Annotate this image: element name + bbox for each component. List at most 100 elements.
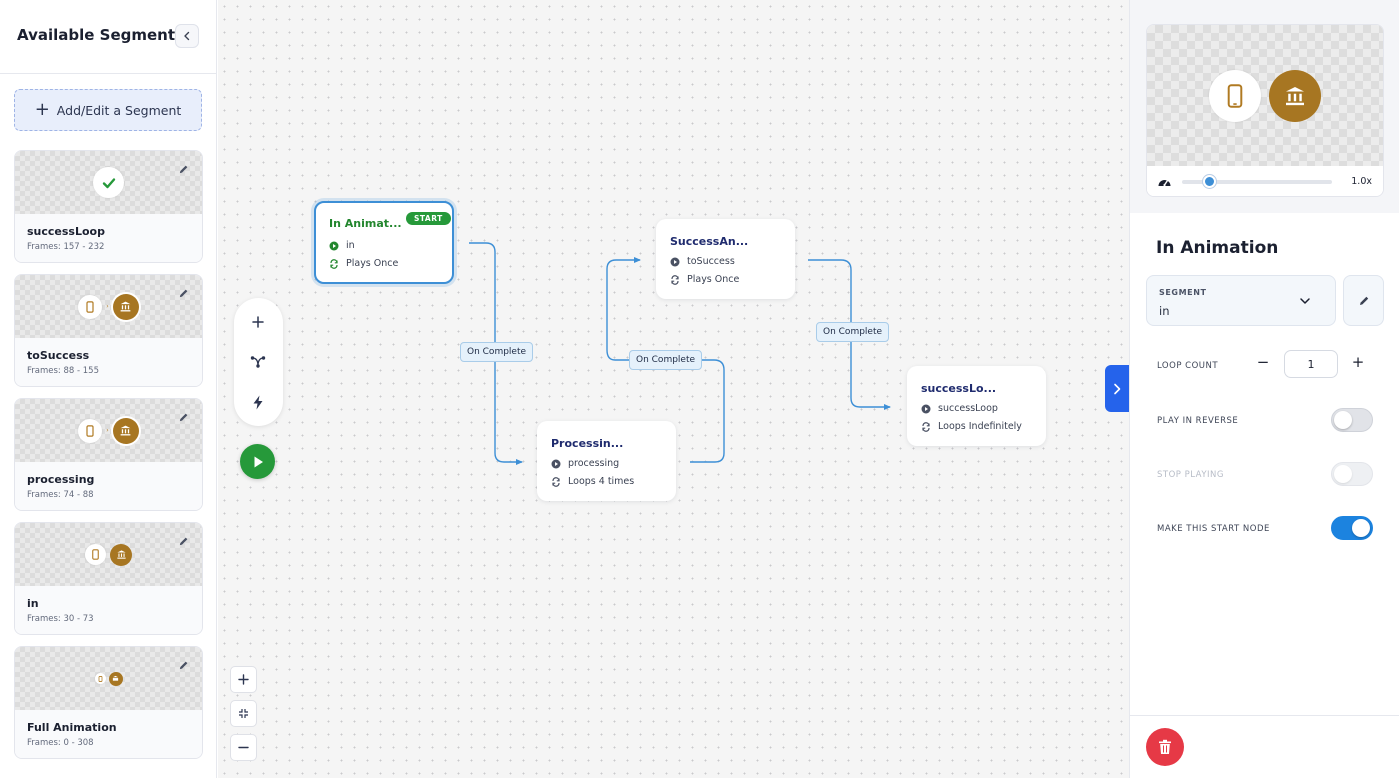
segment-info: processing Frames: 74 - 88 — [15, 462, 202, 510]
node-segment-row: in — [329, 240, 355, 251]
preview-area: 1.0x — [1130, 0, 1399, 213]
speed-value: 1.0x — [1351, 176, 1372, 187]
segment-card-in[interactable]: in Frames: 30 - 73 — [14, 522, 203, 635]
phone-icon — [78, 294, 103, 319]
stop-playing-label: STOP PLAYING — [1157, 470, 1224, 480]
bank-icon — [1269, 69, 1321, 122]
segment-info: toSuccess Frames: 88 - 155 — [15, 338, 202, 386]
arrow-icon: › — [106, 303, 109, 310]
segment-name: in — [27, 597, 39, 610]
phone-icon — [94, 673, 106, 684]
sidebar-header: Available Segments — [0, 0, 216, 74]
panel-footer — [1130, 715, 1399, 778]
collapse-sidebar-button[interactable] — [175, 24, 199, 48]
play-circle-icon — [551, 459, 561, 468]
segment-frames: Frames: 74 - 88 — [27, 490, 94, 500]
edit-segment-button[interactable] — [173, 407, 193, 427]
segment-card-tosuccess[interactable]: › toSuccess Frames: 88 - 155 — [14, 274, 203, 387]
node-loop-row: Plays Once — [329, 258, 398, 269]
properties-panel: 1.0x In Animation SEGMENT in LOOP COUNT … — [1129, 0, 1399, 778]
add-edit-segment-button[interactable]: + Add/Edit a Segment — [14, 89, 202, 131]
node-loop-row: Loops Indefinitely — [921, 421, 1022, 432]
node-in-animation[interactable]: In Animat... START in Plays Once — [314, 201, 454, 284]
stop-playing-toggle[interactable] — [1331, 462, 1373, 486]
segment-list: successLoop Frames: 157 - 232 › — [14, 150, 203, 770]
fit-view-icon — [239, 709, 248, 718]
segment-thumbnail: › — [15, 275, 202, 338]
loop-count-increment-button[interactable]: + — [1351, 353, 1365, 371]
pencil-icon — [179, 165, 187, 173]
edit-segment-button[interactable] — [173, 655, 193, 675]
segment-info: successLoop Frames: 157 - 232 — [15, 214, 202, 262]
repeat-icon — [922, 421, 930, 432]
node-success-animation[interactable]: SuccessAn... toSuccess Plays Once — [656, 219, 795, 299]
edit-segment-button[interactable] — [173, 159, 193, 179]
sidebar-title: Available Segments — [17, 26, 184, 44]
arrow-icon: › — [106, 427, 109, 434]
speedometer-icon — [1158, 179, 1171, 187]
segment-name: toSuccess — [27, 349, 90, 362]
pencil-icon — [179, 289, 187, 297]
node-title: successLo... — [921, 382, 997, 395]
fit-view-button[interactable] — [230, 700, 257, 727]
speed-slider-handle[interactable] — [1202, 175, 1216, 188]
node-name-title: In Animation — [1156, 238, 1279, 258]
toggle-panel-button[interactable] — [1105, 365, 1129, 412]
node-processing[interactable]: Processin... processing Loops 4 times — [537, 421, 676, 501]
edge-label-on-complete[interactable]: On Complete — [629, 350, 703, 370]
segment-select-label: SEGMENT — [1159, 288, 1207, 297]
bank-icon — [108, 671, 123, 686]
phone-icon — [78, 418, 103, 443]
node-success-loop[interactable]: successLo... successLoop Loops Indefinit… — [907, 366, 1046, 446]
play-in-reverse-toggle[interactable] — [1331, 408, 1373, 432]
node-loop-row: Loops 4 times — [551, 476, 634, 487]
add-trigger-button[interactable] — [248, 392, 268, 412]
segment-card-full-animation[interactable]: Full Animation Frames: 0 - 308 — [14, 646, 203, 759]
zoom-in-button[interactable] — [230, 666, 257, 693]
plus-icon — [252, 316, 264, 328]
segment-name: Full Animation — [27, 721, 117, 734]
node-segment-row: successLoop — [921, 403, 998, 414]
delete-node-button[interactable] — [1146, 728, 1184, 766]
segment-select[interactable]: SEGMENT in — [1146, 275, 1336, 326]
segment-thumbnail — [15, 151, 202, 214]
toggle-knob — [1352, 519, 1370, 537]
bank-icon — [112, 293, 139, 320]
edge-label-on-complete[interactable]: On Complete — [816, 322, 890, 342]
bank-icon — [112, 417, 139, 444]
segment-select-value: in — [1159, 304, 1170, 318]
edit-segment-button[interactable] — [173, 531, 193, 551]
preview-controls: 1.0x — [1147, 166, 1383, 196]
repeat-icon — [330, 258, 338, 269]
loop-count-label: LOOP COUNT — [1157, 361, 1219, 371]
trash-icon — [1159, 739, 1171, 754]
segment-info: Full Animation Frames: 0 - 308 — [15, 710, 202, 758]
segment-info: in Frames: 30 - 73 — [15, 586, 202, 634]
pencil-icon — [179, 537, 187, 545]
node-title: Processin... — [551, 437, 624, 450]
zoom-out-button[interactable] — [230, 734, 257, 761]
segment-card-processing[interactable]: › processing Frames: 74 - 88 — [14, 398, 203, 511]
add-node-button[interactable] — [248, 312, 268, 332]
node-segment-row: processing — [551, 458, 619, 469]
segment-card-successloop[interactable]: successLoop Frames: 157 - 232 — [14, 150, 203, 263]
play-button[interactable] — [240, 444, 275, 479]
make-start-node-label: MAKE THIS START NODE — [1157, 524, 1270, 534]
edit-segment-button[interactable] — [173, 283, 193, 303]
edge-label-on-complete[interactable]: On Complete — [460, 342, 534, 362]
make-start-node-toggle[interactable] — [1331, 516, 1373, 540]
toggle-knob — [1334, 411, 1352, 429]
add-connection-button[interactable] — [248, 352, 268, 372]
chevron-left-icon — [184, 31, 190, 41]
speed-slider-track[interactable] — [1182, 180, 1332, 184]
segment-frames: Frames: 0 - 308 — [27, 738, 94, 748]
loop-count-input[interactable]: 1 — [1284, 350, 1338, 378]
edit-segment-button[interactable] — [1343, 275, 1384, 326]
segment-thumbnail — [15, 523, 202, 586]
segment-name: processing — [27, 473, 95, 486]
preview-canvas — [1147, 25, 1383, 166]
node-title: SuccessAn... — [670, 235, 749, 248]
loop-count-decrement-button[interactable]: − — [1256, 353, 1270, 371]
segment-thumbnail: › — [15, 399, 202, 462]
node-loop-row: Plays Once — [670, 274, 739, 285]
